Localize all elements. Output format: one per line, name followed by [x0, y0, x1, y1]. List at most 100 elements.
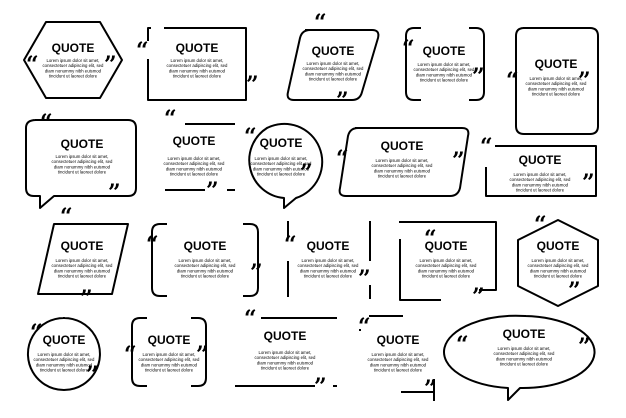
- quote-title: QUOTE: [173, 134, 216, 148]
- quote-body-line: Lorem ipsum dolor sit amet,: [178, 258, 231, 263]
- quote-title: QUOTE: [52, 41, 95, 55]
- close-quote-icon: ”: [578, 68, 591, 94]
- quote-body-line: tincidunt ut laoreet dolore: [378, 174, 427, 179]
- open-quote-icon: “: [534, 212, 547, 238]
- quote-body-line: diam nonummy nibh euismod: [374, 168, 431, 173]
- quote-body-line: tincidunt ut laoreet dolore: [145, 368, 194, 373]
- quote-body-line: consectetuer adipiscing elit, sed: [372, 163, 434, 168]
- quote-body-line: consectetuer adipiscing elit, sed: [52, 263, 114, 268]
- quote-body-line: tincidunt ut laoreet dolore: [40, 368, 89, 373]
- close-quote-icon: ”: [472, 64, 485, 90]
- quote-title: QUOTE: [264, 329, 307, 343]
- quote-body-line: consectetuer adipiscing elit, sed: [510, 177, 572, 182]
- quote-body-line: diam nonummy nibh euismod: [54, 268, 111, 273]
- quote-body-line: tincidunt ut laoreet dolore: [420, 78, 469, 83]
- quote-body-line: Lorem ipsum dolor sit amet,: [371, 352, 424, 357]
- frame-outline: [23, 21, 123, 99]
- quote-body-line: tincidunt ut laoreet dolore: [58, 274, 107, 279]
- open-quote-icon: “: [480, 134, 493, 160]
- quote-title: QUOTE: [535, 57, 578, 71]
- quote-body-line: diam nonummy nibh euismod: [257, 360, 314, 365]
- open-quote-icon: “: [26, 52, 39, 78]
- open-quote-icon: “: [40, 110, 53, 136]
- frame-outline: [25, 118, 137, 209]
- quote-body-line: consectetuer adipiscing elit, sed: [298, 263, 360, 268]
- frame-outline: [443, 314, 596, 401]
- quote-body-line: diam nonummy nibh euismod: [166, 166, 223, 171]
- close-quote-icon: ”: [314, 374, 327, 400]
- quote-title: QUOTE: [43, 333, 86, 347]
- quote-body-line: diam nonummy nibh euismod: [36, 362, 93, 367]
- quote-body-line: tincidunt ut laoreet dolore: [173, 74, 222, 79]
- close-quote-icon: ”: [578, 334, 591, 360]
- quote-body-line: tincidunt ut laoreet dolore: [304, 274, 353, 279]
- quote-frame-hexagon: QUOTE Lorem ipsum dolor sit amet,consecte…: [23, 21, 123, 99]
- frame-outline: [399, 221, 497, 301]
- frame-outline: [147, 27, 247, 101]
- quote-body-line: diam nonummy nibh euismod: [45, 68, 102, 73]
- quote-body-line: Lorem ipsum dolor sit amet,: [513, 172, 566, 177]
- quote-body-line: consectetuer adipiscing elit, sed: [164, 161, 226, 166]
- frame-outline: [485, 145, 597, 197]
- close-quote-icon: ”: [250, 260, 263, 286]
- quote-body-line: Lorem ipsum dolor sit amet,: [531, 258, 584, 263]
- frame-outline: [286, 28, 380, 101]
- quote-frame-side-rules: QUOTE Lorem ipsum dolor sit amet,consecte…: [284, 221, 371, 299]
- quote-body-line: Lorem ipsum dolor sit amet,: [55, 154, 108, 159]
- quote-body-line: Lorem ipsum dolor sit amet,: [419, 258, 472, 263]
- quote-body-line: consectetuer adipiscing elit, sed: [251, 161, 313, 166]
- open-quote-icon: “: [146, 232, 159, 258]
- quote-title: QUOTE: [307, 239, 350, 253]
- close-quote-icon: ”: [196, 342, 209, 368]
- quote-body-line: diam nonummy nibh euismod: [300, 268, 357, 273]
- quote-body-line: tincidunt ut laoreet dolore: [422, 274, 471, 279]
- quote-title: QUOTE: [537, 239, 580, 253]
- open-quote-icon: “: [424, 226, 437, 252]
- quote-body-line: Lorem ipsum dolor sit amet,: [254, 156, 307, 161]
- open-quote-icon: “: [136, 38, 149, 64]
- quote-body-line: Lorem ipsum dolor sit amet,: [306, 61, 359, 66]
- quote-body-line: consectetuer adipiscing elit, sed: [43, 63, 105, 68]
- quote-body-line: diam nonummy nibh euismod: [177, 268, 234, 273]
- frame-outline: [27, 316, 101, 391]
- frame-outline: [515, 26, 599, 135]
- quote-body-line: diam nonummy nibh euismod: [305, 71, 362, 76]
- quote-body-line: consectetuer adipiscing elit, sed: [139, 357, 201, 362]
- close-quote-icon: ”: [246, 72, 259, 98]
- quote-title: QUOTE: [381, 139, 424, 153]
- quote-body-line: consectetuer adipiscing elit, sed: [528, 263, 590, 268]
- quote-title: QUOTE: [61, 239, 104, 253]
- quote-body-line: consectetuer adipiscing elit, sed: [416, 263, 478, 268]
- quote-body-line: Lorem ipsum dolor sit amet,: [46, 58, 99, 63]
- quote-body-line: diam nonummy nibh euismod: [169, 68, 226, 73]
- quote-title: QUOTE: [377, 333, 420, 347]
- quote-body-line: diam nonummy nibh euismod: [496, 356, 553, 361]
- quote-body-line: Lorem ipsum dolor sit amet,: [301, 258, 354, 263]
- quote-body-line: Lorem ipsum dolor sit amet,: [497, 346, 550, 351]
- open-quote-icon: “: [30, 320, 43, 346]
- quote-body-line: Lorem ipsum dolor sit amet,: [258, 350, 311, 355]
- quote-body-line: Lorem ipsum dolor sit amet,: [417, 62, 470, 67]
- quote-frame-hexagon-vertical: QUOTE Lorem ipsum dolor sit amet,consecte…: [517, 212, 599, 307]
- quote-body-line: consectetuer adipiscing elit, sed: [175, 263, 237, 268]
- quote-title: QUOTE: [61, 137, 104, 151]
- open-quote-icon: “: [402, 36, 415, 62]
- close-quote-icon: ”: [452, 148, 465, 174]
- quote-body-line: Lorem ipsum dolor sit amet,: [37, 352, 90, 357]
- close-quote-icon: ”: [472, 284, 485, 310]
- frame-outline: [359, 315, 435, 401]
- close-quote-icon: ”: [582, 170, 595, 196]
- quote-body-line: consectetuer adipiscing elit, sed: [167, 63, 229, 68]
- close-quote-icon: ”: [206, 178, 219, 204]
- open-quote-icon: “: [244, 306, 257, 332]
- quote-title: QUOTE: [148, 333, 191, 347]
- frame-outline: [287, 221, 371, 299]
